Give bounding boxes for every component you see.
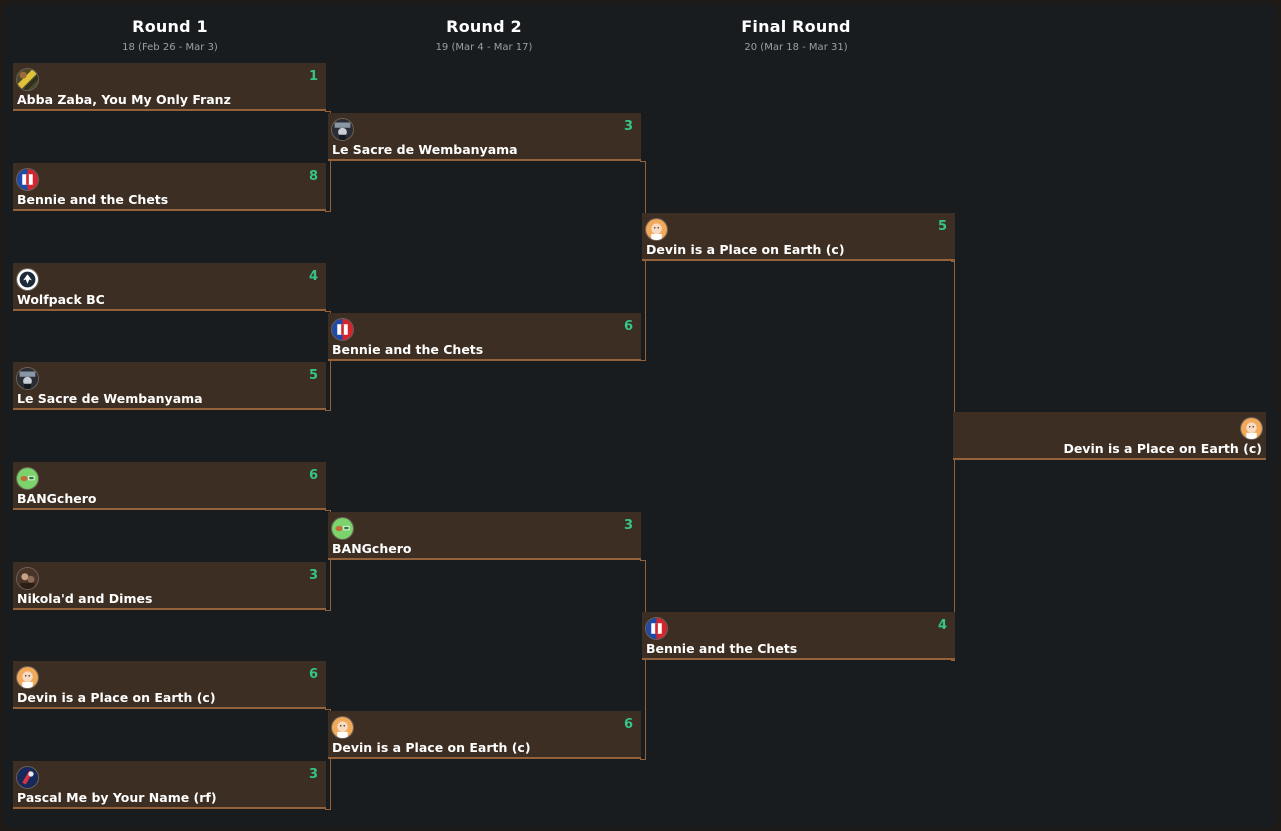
bracket-connector [325, 111, 331, 212]
team-name: Abba Zaba, You My Only Franz [17, 92, 231, 107]
team-avatar-icon [16, 367, 39, 390]
bracket-connector [325, 709, 331, 810]
round-1-header: Round 1 18 (Feb 26 - Mar 3) [15, 17, 325, 53]
round-2-header: Round 2 19 (Mar 4 - Mar 17) [329, 17, 639, 53]
bracket-connector [640, 560, 646, 760]
team-name: Nikola'd and Dimes [17, 591, 153, 606]
champion-slot[interactable]: Devin is a Place on Earth (c) [953, 412, 1266, 460]
team-name: Devin is a Place on Earth (c) [332, 740, 531, 755]
bracket-connector [325, 311, 331, 411]
team-score: 3 [623, 518, 633, 533]
team-name: BANGchero [332, 541, 412, 556]
final-round-header: Final Round 20 (Mar 18 - Mar 31) [641, 17, 951, 53]
team-avatar-icon [16, 766, 39, 789]
team-avatar-icon [645, 218, 668, 241]
round-title: Final Round [741, 17, 851, 36]
team-name: Bennie and the Chets [646, 641, 798, 656]
team-score: 3 [308, 568, 318, 583]
team-avatar-icon [331, 517, 354, 540]
team-avatar-icon [331, 716, 354, 739]
round-title: Round 1 [132, 17, 208, 36]
team-name: Devin is a Place on Earth (c) [1063, 441, 1262, 456]
round-dates: 20 (Mar 18 - Mar 31) [744, 42, 848, 53]
bracket-panel: Round 1 18 (Feb 26 - Mar 3) Round 2 19 (… [3, 3, 1277, 827]
bracket-connector [325, 510, 331, 611]
team-avatar-icon [331, 118, 354, 141]
team-name: Le Sacre de Wembanyama [17, 391, 203, 406]
team-avatar-icon [16, 268, 39, 291]
team-name: Devin is a Place on Earth (c) [17, 690, 216, 705]
bracket-connector [640, 161, 646, 361]
round-dates: 19 (Mar 4 - Mar 17) [435, 42, 533, 53]
team-score: 5 [937, 219, 947, 234]
team-name: Devin is a Place on Earth (c) [646, 242, 845, 257]
team-avatar-icon [1240, 417, 1263, 440]
team-name: Bennie and the Chets [17, 192, 169, 207]
team-score: 5 [308, 368, 318, 383]
team-avatar-icon [16, 68, 39, 91]
team-avatar-icon [16, 168, 39, 191]
round-dates: 18 (Feb 26 - Mar 3) [122, 42, 218, 53]
team-name: BANGchero [17, 491, 97, 506]
team-score: 1 [308, 69, 318, 84]
round-2-slot[interactable]: 3 Le Sacre de Wembanyama [328, 113, 641, 161]
team-score: 4 [937, 618, 947, 633]
round-title: Round 2 [446, 17, 522, 36]
team-name: Le Sacre de Wembanyama [332, 142, 518, 157]
team-score: 8 [308, 169, 318, 184]
team-name: Pascal Me by Your Name (rf) [17, 790, 217, 805]
team-score: 3 [623, 119, 633, 134]
team-score: 4 [308, 269, 318, 284]
team-score: 6 [623, 319, 633, 334]
team-score: 3 [308, 767, 318, 782]
team-avatar-icon [16, 567, 39, 590]
team-name: Bennie and the Chets [332, 342, 484, 357]
team-score: 6 [308, 468, 318, 483]
team-name: Wolfpack BC [17, 292, 105, 307]
team-avatar-icon [645, 617, 668, 640]
team-avatar-icon [16, 467, 39, 490]
team-avatar-icon [331, 318, 354, 341]
team-score: 6 [623, 717, 633, 732]
team-avatar-icon [16, 666, 39, 689]
round-1-slot[interactable]: 5 Le Sacre de Wembanyama [13, 362, 326, 410]
team-score: 6 [308, 667, 318, 682]
bracket-connector [951, 261, 955, 661]
